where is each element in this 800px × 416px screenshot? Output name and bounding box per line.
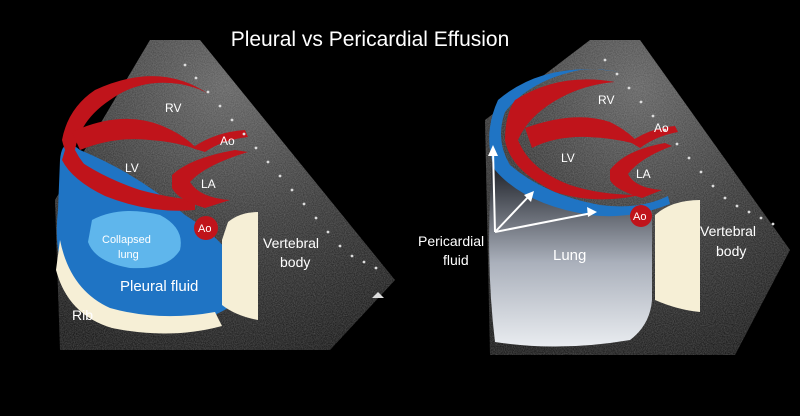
right-septum xyxy=(525,117,640,148)
right-arrowheads-icon xyxy=(488,145,597,217)
left-vertebral-body xyxy=(222,212,258,320)
left-label-ao-upper: Ao xyxy=(220,134,235,148)
left-depth-marker-icon xyxy=(372,292,384,298)
left-label-vertebral-2: body xyxy=(280,254,310,270)
right-label-la: LA xyxy=(636,167,651,181)
right-scale-dots xyxy=(603,58,775,226)
right-label-pericardial-1: Pericardial xyxy=(418,233,484,249)
left-panel: RV Ao LV LA Ao Collapsed lung Pleural fl… xyxy=(55,40,395,350)
left-label-collapsed-2: lung xyxy=(118,249,139,261)
left-lv-wall xyxy=(62,150,195,211)
right-la-wall xyxy=(610,143,672,198)
right-label-pericardial-2: fluid xyxy=(443,252,469,268)
right-label-vertebral-2: body xyxy=(716,243,746,259)
right-pericardial-arrows xyxy=(492,149,593,233)
right-label-ao-circle: Ao xyxy=(633,211,646,223)
right-vertebral-body xyxy=(655,200,700,312)
right-panel: RV Ao LV LA Ao Lung Vertebral body Peric… xyxy=(418,40,790,355)
right-label-rv: RV xyxy=(598,93,614,107)
right-label-lv: LV xyxy=(561,151,575,165)
right-label-vertebral-1: Vertebral xyxy=(700,223,756,239)
right-label-ao-upper: Ao xyxy=(654,121,669,135)
left-septum xyxy=(72,118,198,150)
left-label-pleural-fluid: Pleural fluid xyxy=(120,278,198,295)
left-label-la: LA xyxy=(201,177,216,191)
right-ao-upper xyxy=(630,126,678,148)
left-la-wall xyxy=(172,150,248,208)
left-label-ao-circle: Ao xyxy=(198,223,211,235)
left-collapsed-lung xyxy=(88,211,181,269)
diagram-title: Pleural vs Pericardial Effusion xyxy=(230,28,510,51)
left-label-rib: Rib xyxy=(72,307,93,323)
left-label-lv: LV xyxy=(125,161,139,175)
right-label-lung: Lung xyxy=(553,247,586,264)
right-rv-wall xyxy=(505,79,640,200)
left-scale-dots xyxy=(183,63,378,270)
right-ao-circle xyxy=(630,205,652,227)
left-rib xyxy=(56,240,222,334)
left-ao-circle xyxy=(194,216,218,240)
right-lung xyxy=(489,160,652,347)
left-label-rv: RV xyxy=(165,101,181,115)
left-label-collapsed-1: Collapsed xyxy=(102,234,151,246)
left-ao-upper xyxy=(192,130,248,152)
left-label-vertebral-1: Vertebral xyxy=(263,235,319,251)
